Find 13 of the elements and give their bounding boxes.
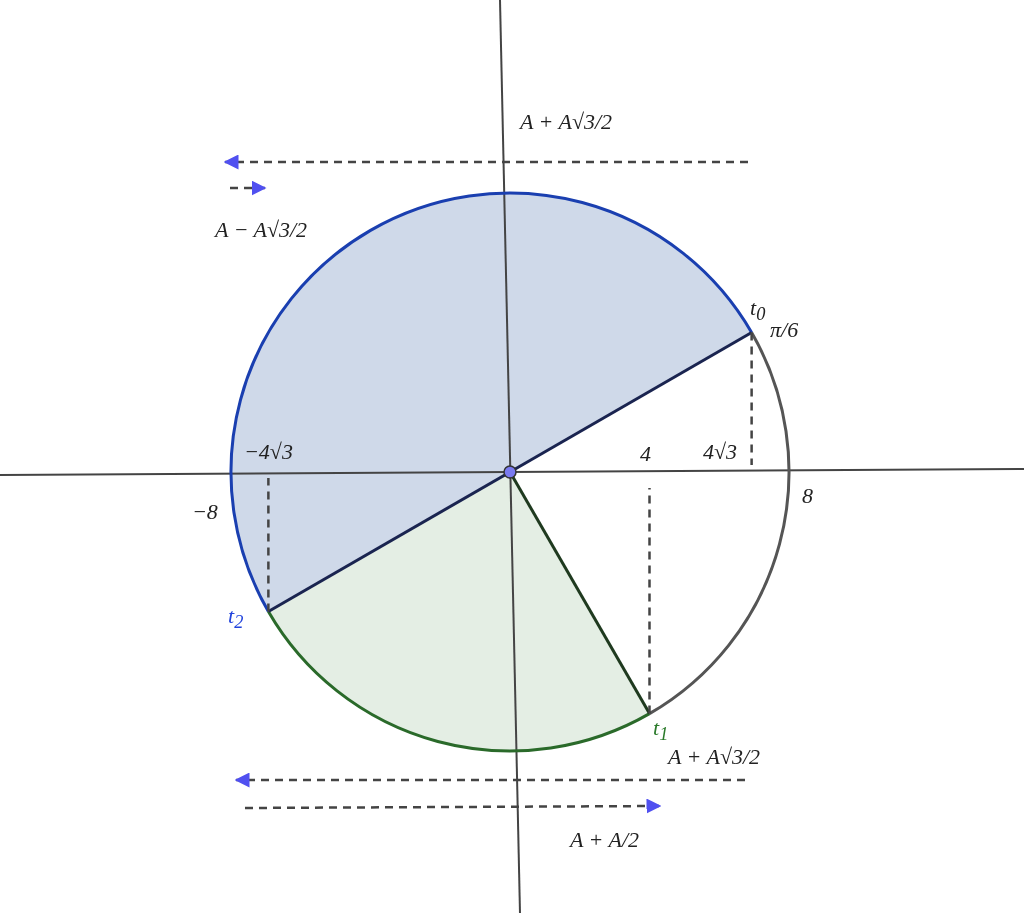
point-label: t$_{2}$ xyxy=(228,604,244,633)
math-label: A + A/2 xyxy=(570,828,640,853)
angle-label: π/6 xyxy=(770,318,799,343)
point-label: t$_{0}$ xyxy=(750,296,766,325)
math-label: A − A√3/2 xyxy=(215,218,308,243)
axis-label: 4 xyxy=(640,442,651,467)
axis-label: −4√3 xyxy=(244,440,293,465)
axis-label: 4√3 xyxy=(703,440,738,465)
axis-label: 8 xyxy=(802,484,813,509)
axis-label: −8 xyxy=(192,500,218,525)
math-label: A + A√3/2 xyxy=(668,745,761,770)
point-label: t$_{1}$ xyxy=(653,716,669,745)
math-label: A + A√3/2 xyxy=(520,110,613,135)
